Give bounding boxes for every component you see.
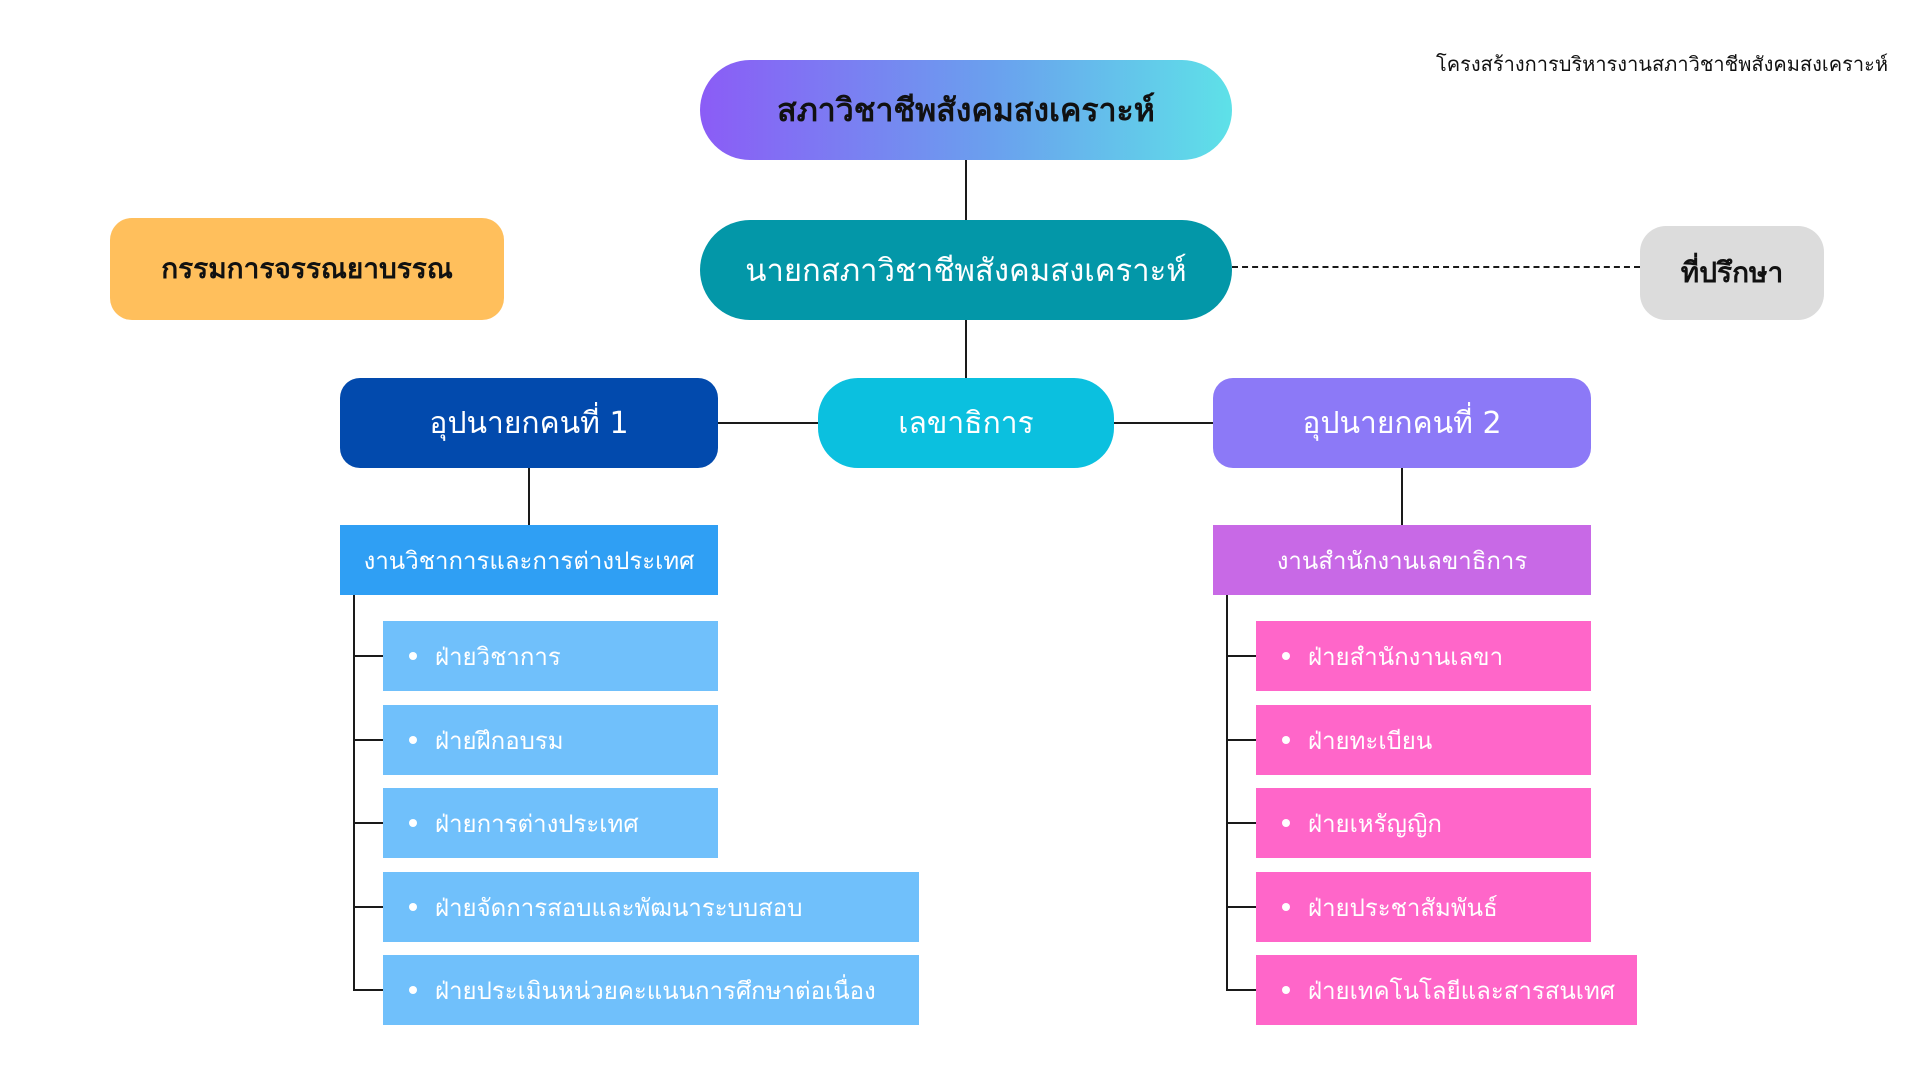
unit-exam-management: ฝ่ายจัดการสอบและพัฒนาระบบสอบ bbox=[383, 872, 919, 942]
unit-label: ฝ่ายฝึกอบรม bbox=[435, 726, 564, 755]
right-bracket-tick bbox=[1226, 655, 1256, 657]
bullet-icon bbox=[1282, 652, 1290, 660]
left-bracket-tick bbox=[353, 989, 383, 991]
node-ethics-committee: กรรมการจรรณยาบรรณ bbox=[110, 218, 504, 320]
unit-academic: ฝ่ายวิชาการ bbox=[383, 621, 718, 691]
left-bracket-vertical bbox=[353, 595, 355, 991]
bullet-icon bbox=[409, 652, 417, 660]
bullet-icon bbox=[1282, 736, 1290, 744]
unit-label: ฝ่ายเทคโนโลยีและสารสนเทศ bbox=[1308, 976, 1616, 1005]
unit-treasurer: ฝ่ายเหรัญญิก bbox=[1256, 788, 1591, 858]
node-president: นายกสภาวิชาชีพสังคมสงเคราะห์ bbox=[700, 220, 1232, 320]
bullet-icon bbox=[409, 819, 417, 827]
connector-president-advisor-dashed bbox=[1232, 266, 1640, 268]
node-vice-president-1: อุปนายกคนที่ 1 bbox=[340, 378, 718, 468]
unit-foreign-affairs: ฝ่ายการต่างประเทศ bbox=[383, 788, 718, 858]
right-bracket-tick bbox=[1226, 739, 1256, 741]
unit-label: ฝ่ายเหรัญญิก bbox=[1308, 809, 1442, 838]
connector-vp2-dept bbox=[1401, 468, 1403, 525]
unit-label: ฝ่ายการต่างประเทศ bbox=[435, 809, 639, 838]
right-bracket-tick bbox=[1226, 822, 1256, 824]
left-bracket-tick bbox=[353, 906, 383, 908]
connector-president-secretary bbox=[965, 320, 967, 378]
bullet-icon bbox=[1282, 986, 1290, 994]
right-bracket-vertical bbox=[1226, 595, 1228, 991]
unit-label: ฝ่ายประเมินหน่วยคะแนนการศึกษาต่อเนื่อง bbox=[435, 976, 876, 1005]
unit-training: ฝ่ายฝึกอบรม bbox=[383, 705, 718, 775]
node-advisor: ที่ปรึกษา bbox=[1640, 226, 1824, 320]
right-bracket-tick bbox=[1226, 989, 1256, 991]
connector-vp1-secretary bbox=[718, 422, 818, 424]
unit-secretary-office: ฝ่ายสำนักงานเลขา bbox=[1256, 621, 1591, 691]
node-council: สภาวิชาชีพสังคมสงเคราะห์ bbox=[700, 60, 1232, 160]
unit-public-relations: ฝ่ายประชาสัมพันธ์ bbox=[1256, 872, 1591, 942]
bullet-icon bbox=[1282, 903, 1290, 911]
node-secretary: เลขาธิการ bbox=[818, 378, 1114, 468]
unit-label: ฝ่ายสำนักงานเลขา bbox=[1308, 642, 1504, 671]
left-bracket-tick bbox=[353, 822, 383, 824]
node-academic-foreign-affairs: งานวิชาการและการต่างประเทศ bbox=[340, 525, 718, 595]
unit-label: ฝ่ายประชาสัมพันธ์ bbox=[1308, 893, 1498, 922]
right-bracket-tick bbox=[1226, 906, 1256, 908]
bullet-icon bbox=[409, 903, 417, 911]
unit-information-technology: ฝ่ายเทคโนโลยีและสารสนเทศ bbox=[1256, 955, 1637, 1025]
node-vice-president-2: อุปนายกคนที่ 2 bbox=[1213, 378, 1591, 468]
bullet-icon bbox=[409, 986, 417, 994]
connector-secretary-vp2 bbox=[1114, 422, 1213, 424]
connector-council-president bbox=[965, 160, 967, 220]
connector-vp1-dept bbox=[528, 468, 530, 525]
left-bracket-tick bbox=[353, 739, 383, 741]
bullet-icon bbox=[1282, 819, 1290, 827]
unit-label: ฝ่ายทะเบียน bbox=[1308, 726, 1433, 755]
unit-label: ฝ่ายวิชาการ bbox=[435, 642, 561, 671]
bullet-icon bbox=[409, 736, 417, 744]
unit-label: ฝ่ายจัดการสอบและพัฒนาระบบสอบ bbox=[435, 893, 803, 922]
unit-registration: ฝ่ายทะเบียน bbox=[1256, 705, 1591, 775]
unit-continuing-education-credit: ฝ่ายประเมินหน่วยคะแนนการศึกษาต่อเนื่อง bbox=[383, 955, 919, 1025]
node-secretariat-office: งานสำนักงานเลขาธิการ bbox=[1213, 525, 1591, 595]
chart-caption: โครงสร้างการบริหารงานสภาวิชาชีพสังคมสงเค… bbox=[1436, 52, 1888, 76]
left-bracket-tick bbox=[353, 655, 383, 657]
